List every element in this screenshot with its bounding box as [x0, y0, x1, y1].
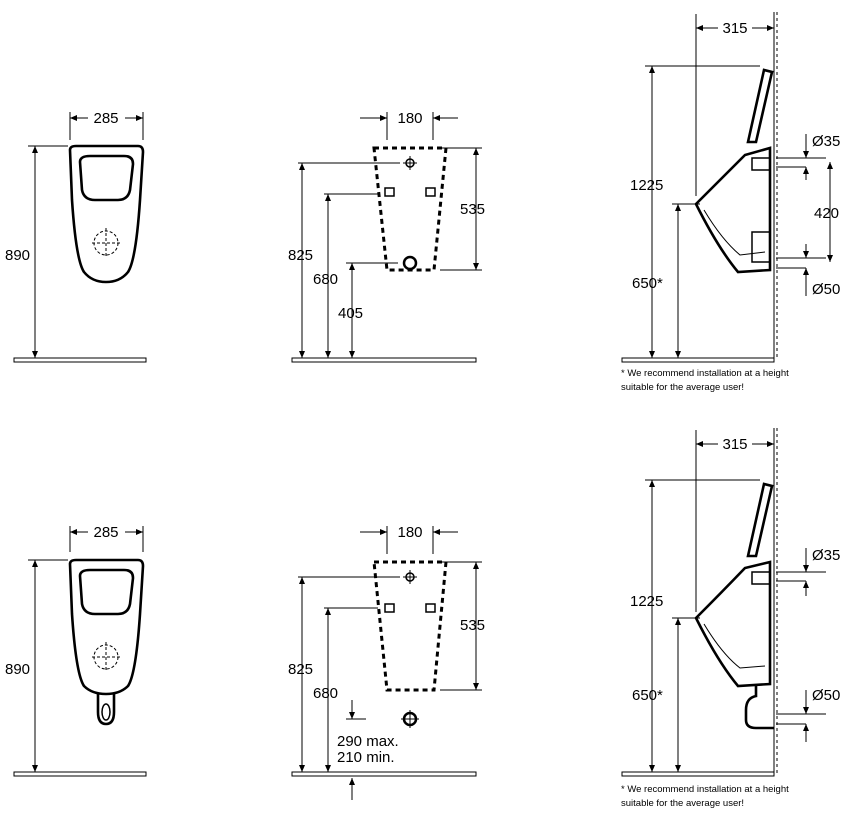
- side-depth-label: 315: [722, 436, 747, 453]
- back-height-total: 825: [288, 661, 313, 678]
- side-height-total: 1225: [630, 593, 663, 610]
- install-note-line1: * We recommend installation at a height: [621, 784, 789, 795]
- urinal-bowl: [78, 154, 135, 202]
- front-width-label: 285: [93, 110, 118, 127]
- siphon: [96, 694, 116, 726]
- back-view-bottom: 180 825 680 290 max. 210 min. 535: [288, 524, 485, 800]
- back-height-upper: 680: [313, 271, 338, 288]
- front-height-label: 890: [5, 661, 30, 678]
- floor-strip: [291, 771, 477, 777]
- install-note-line1: * We recommend installation at a height: [621, 368, 789, 379]
- back-span-label: 535: [460, 617, 485, 634]
- side-gap-label: 420: [814, 205, 839, 222]
- back-width-label: 180: [397, 110, 422, 127]
- back-width-label: 180: [397, 524, 422, 541]
- install-note-line2: suitable for the average user!: [621, 798, 744, 809]
- side-view-top: 315 1225 650* Ø35 Ø50 420 * We recommend…: [621, 12, 840, 393]
- front-height-label: 890: [5, 247, 30, 264]
- urinal-side-profile: [694, 146, 772, 274]
- side-inlet-label: Ø35: [812, 547, 840, 564]
- front-view-top: 285 890: [5, 110, 147, 363]
- back-height-lower: 405: [338, 305, 363, 322]
- urinal-outline: [68, 144, 145, 284]
- back-min-label: 210 min.: [337, 749, 395, 766]
- floor-strip: [621, 771, 775, 777]
- floor-strip: [13, 771, 147, 777]
- back-outline: [372, 146, 448, 272]
- floor-strip: [621, 357, 775, 363]
- back-outline: [372, 560, 448, 692]
- side-outlet-label: Ø50: [812, 281, 840, 298]
- back-height-upper: 680: [313, 685, 338, 702]
- side-outlet-label: Ø50: [812, 687, 840, 704]
- front-width-label: 285: [93, 524, 118, 541]
- side-view-bottom: 315 1225 650* Ø35 Ø50 * We recommend ins…: [621, 428, 840, 809]
- side-height-total: 1225: [630, 177, 663, 194]
- side-depth-label: 315: [722, 20, 747, 37]
- urinal-outline: [68, 558, 145, 696]
- lid: [746, 68, 774, 144]
- drain-trap: [744, 684, 774, 730]
- lid: [746, 482, 774, 558]
- floor-strip: [291, 357, 477, 363]
- back-height-total: 825: [288, 247, 313, 264]
- front-view-bottom: 285 890: [5, 524, 147, 777]
- floor-strip: [13, 357, 147, 363]
- side-height-rim: 650*: [632, 687, 663, 704]
- back-max-label: 290 max.: [337, 733, 399, 750]
- side-inlet-label: Ø35: [812, 133, 840, 150]
- back-view-top: 180 825 680 405 535: [288, 110, 485, 363]
- back-span-label: 535: [460, 201, 485, 218]
- side-height-rim: 650*: [632, 275, 663, 292]
- urinal-side-profile: [694, 560, 772, 688]
- install-note-line2: suitable for the average user!: [621, 382, 744, 393]
- urinal-bowl: [78, 568, 135, 616]
